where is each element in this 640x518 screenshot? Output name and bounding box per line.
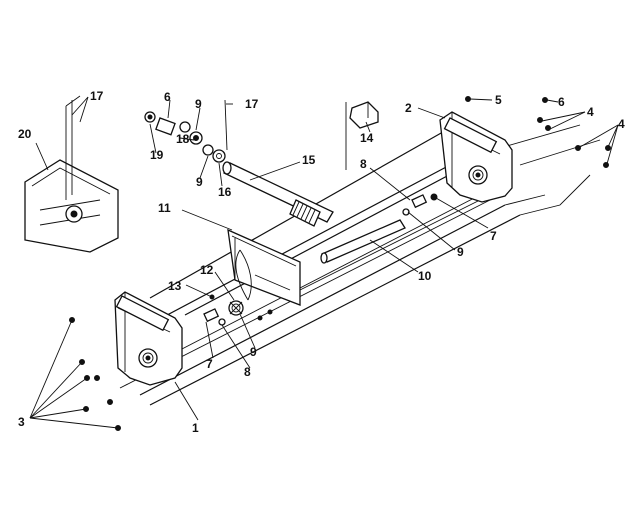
label-4-lower: 4 xyxy=(618,117,625,131)
label-5: 5 xyxy=(495,93,502,107)
worm-gear-thread xyxy=(289,199,321,227)
label-10: 10 xyxy=(418,269,432,283)
label-16: 16 xyxy=(218,185,232,199)
label-17-top-left: 17 xyxy=(90,89,104,103)
callout-labels: 17 20 6 9 17 19 18 9 16 15 14 11 2 5 6 4… xyxy=(18,89,625,435)
leader-lines xyxy=(29,96,619,429)
label-18: 18 xyxy=(176,132,190,146)
label-2: 2 xyxy=(405,101,412,115)
label-3: 3 xyxy=(18,415,25,429)
right-end-bracket xyxy=(439,111,513,203)
small-parts-stack xyxy=(144,99,228,163)
label-7-left: 7 xyxy=(206,357,213,371)
label-8-upper: 8 xyxy=(360,157,367,171)
rod xyxy=(320,219,406,264)
left-end-bracket xyxy=(114,291,183,386)
label-1: 1 xyxy=(192,421,199,435)
plug-part xyxy=(345,101,379,170)
label-19: 19 xyxy=(150,148,164,162)
label-11: 11 xyxy=(158,201,171,215)
label-17-top: 17 xyxy=(245,97,259,111)
right-bushing xyxy=(402,193,438,216)
label-8-left: 8 xyxy=(244,365,251,379)
label-9-mid: 9 xyxy=(196,175,203,189)
left-bushing xyxy=(203,308,226,326)
label-4-upper: 4 xyxy=(587,105,594,119)
center-bracket xyxy=(227,228,301,306)
label-20: 20 xyxy=(18,127,32,141)
worm-shaft xyxy=(222,161,334,227)
small-gear xyxy=(228,300,244,316)
label-6-right: 6 xyxy=(558,95,565,109)
label-7-right: 7 xyxy=(490,229,497,243)
label-13: 13 xyxy=(168,279,182,293)
label-6-top: 6 xyxy=(164,90,171,104)
label-14: 14 xyxy=(360,131,374,145)
label-12: 12 xyxy=(200,263,214,277)
label-9-right: 9 xyxy=(457,245,464,259)
label-15: 15 xyxy=(302,153,316,167)
label-9-left: 9 xyxy=(250,345,257,359)
label-9-top: 9 xyxy=(195,97,202,111)
side-plate xyxy=(24,95,119,253)
